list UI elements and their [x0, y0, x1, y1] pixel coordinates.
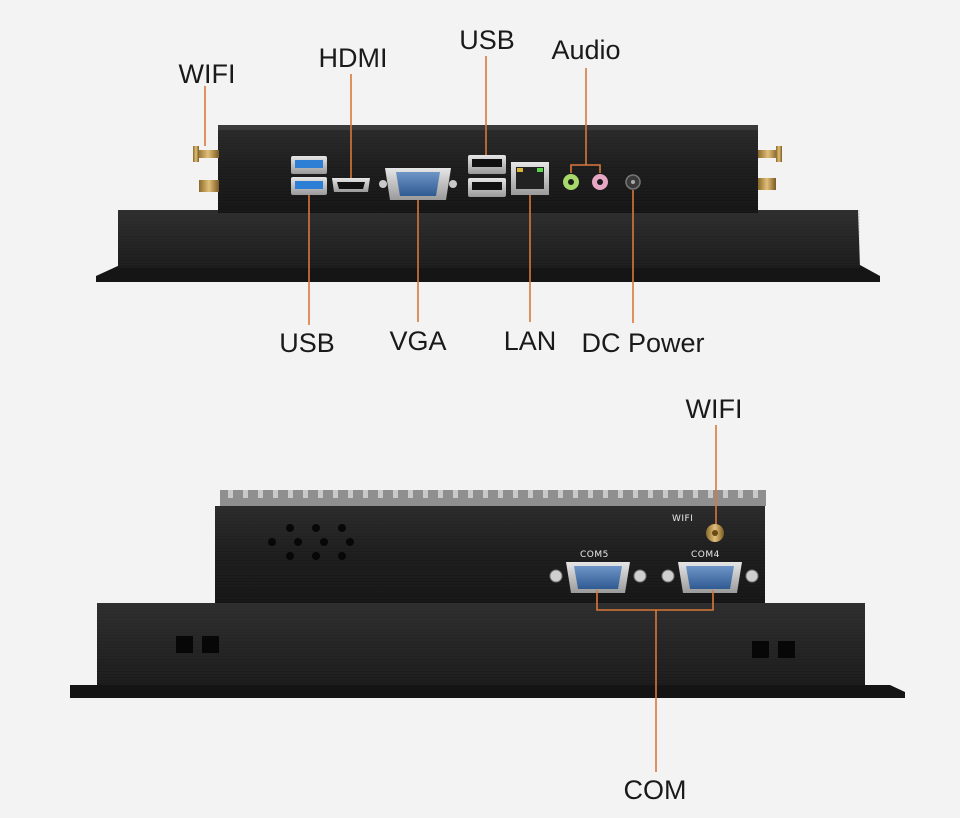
heatsink-fin: [693, 490, 698, 498]
callout-lan: LAN: [503, 326, 557, 356]
heatsink-fin: [438, 490, 443, 498]
heatsink-fin: [243, 490, 248, 498]
top-leader-lines: [204, 56, 634, 325]
printed-wifi-label: WIFI: [672, 514, 693, 524]
bottom-leader-lines: [596, 425, 717, 772]
callout-dc-power: DC Power: [581, 328, 705, 358]
usb2-ports: [468, 155, 506, 197]
wifi-antenna-right: [758, 146, 782, 190]
heatsink-fin: [273, 490, 278, 498]
heatsink-fin: [318, 490, 323, 498]
com4-port: [661, 562, 759, 593]
heatsink-fin: [648, 490, 653, 498]
heatsink-fin: [633, 490, 638, 498]
panel-vents: [176, 636, 795, 658]
heatsink-fin: [588, 490, 593, 498]
callout-usb-bottom: USB: [279, 328, 335, 358]
com5-port: [549, 562, 647, 593]
callout-usb-top: USB: [459, 25, 515, 55]
heatsink-fins: [228, 490, 758, 498]
hdmi-port: [332, 178, 370, 192]
heatsink-fin: [453, 490, 458, 498]
heatsink-fin: [408, 490, 413, 498]
heatsink-fin: [228, 490, 233, 498]
wifi-antenna-rear: [706, 524, 724, 542]
printed-com4-label: COM4: [691, 550, 720, 560]
callout-wifi-bottom: WIFI: [685, 394, 743, 424]
heatsink-fin: [708, 490, 713, 498]
speaker-grille: [268, 524, 354, 560]
callout-hdmi: HDMI: [318, 43, 388, 73]
lan-port: [511, 162, 549, 195]
bottom-device: [70, 490, 905, 698]
heatsink-fin: [468, 490, 473, 498]
heatsink-fin: [528, 490, 533, 498]
heatsink: [220, 490, 766, 506]
heatsink-fin: [363, 490, 368, 498]
heatsink-fin: [513, 490, 518, 498]
heatsink-fin: [543, 490, 548, 498]
top-flange: [96, 265, 880, 282]
heatsink-fin: [303, 490, 308, 498]
heatsink-fin: [618, 490, 623, 498]
dc-power-jack: [625, 174, 641, 190]
audio-jacks: [563, 174, 608, 190]
heatsink-fin: [753, 490, 758, 498]
heatsink-fin: [663, 490, 668, 498]
printed-com5-label: COM5: [580, 550, 609, 560]
heatsink-fin: [333, 490, 338, 498]
wifi-antenna-left: [193, 146, 219, 192]
callout-wifi-top: WIFI: [178, 59, 236, 89]
callout-com: COM: [623, 775, 687, 805]
heatsink-fin: [738, 490, 743, 498]
heatsink-fin: [378, 490, 383, 498]
heatsink-fin: [348, 490, 353, 498]
heatsink-fin: [603, 490, 608, 498]
heatsink-fin: [483, 490, 488, 498]
heatsink-fin: [393, 490, 398, 498]
top-device: [96, 125, 880, 282]
heatsink-fin: [573, 490, 578, 498]
heatsink-fin: [498, 490, 503, 498]
heatsink-fin: [288, 490, 293, 498]
bottom-flange: [70, 685, 905, 698]
callout-audio: Audio: [551, 35, 621, 65]
heatsink-fin: [678, 490, 683, 498]
vga-port: [379, 168, 457, 200]
heatsink-fin: [258, 490, 263, 498]
callout-vga: VGA: [389, 326, 447, 356]
heatsink-fin: [423, 490, 428, 498]
heatsink-fin: [723, 490, 728, 498]
usb3-ports: [291, 156, 327, 195]
heatsink-fin: [558, 490, 563, 498]
